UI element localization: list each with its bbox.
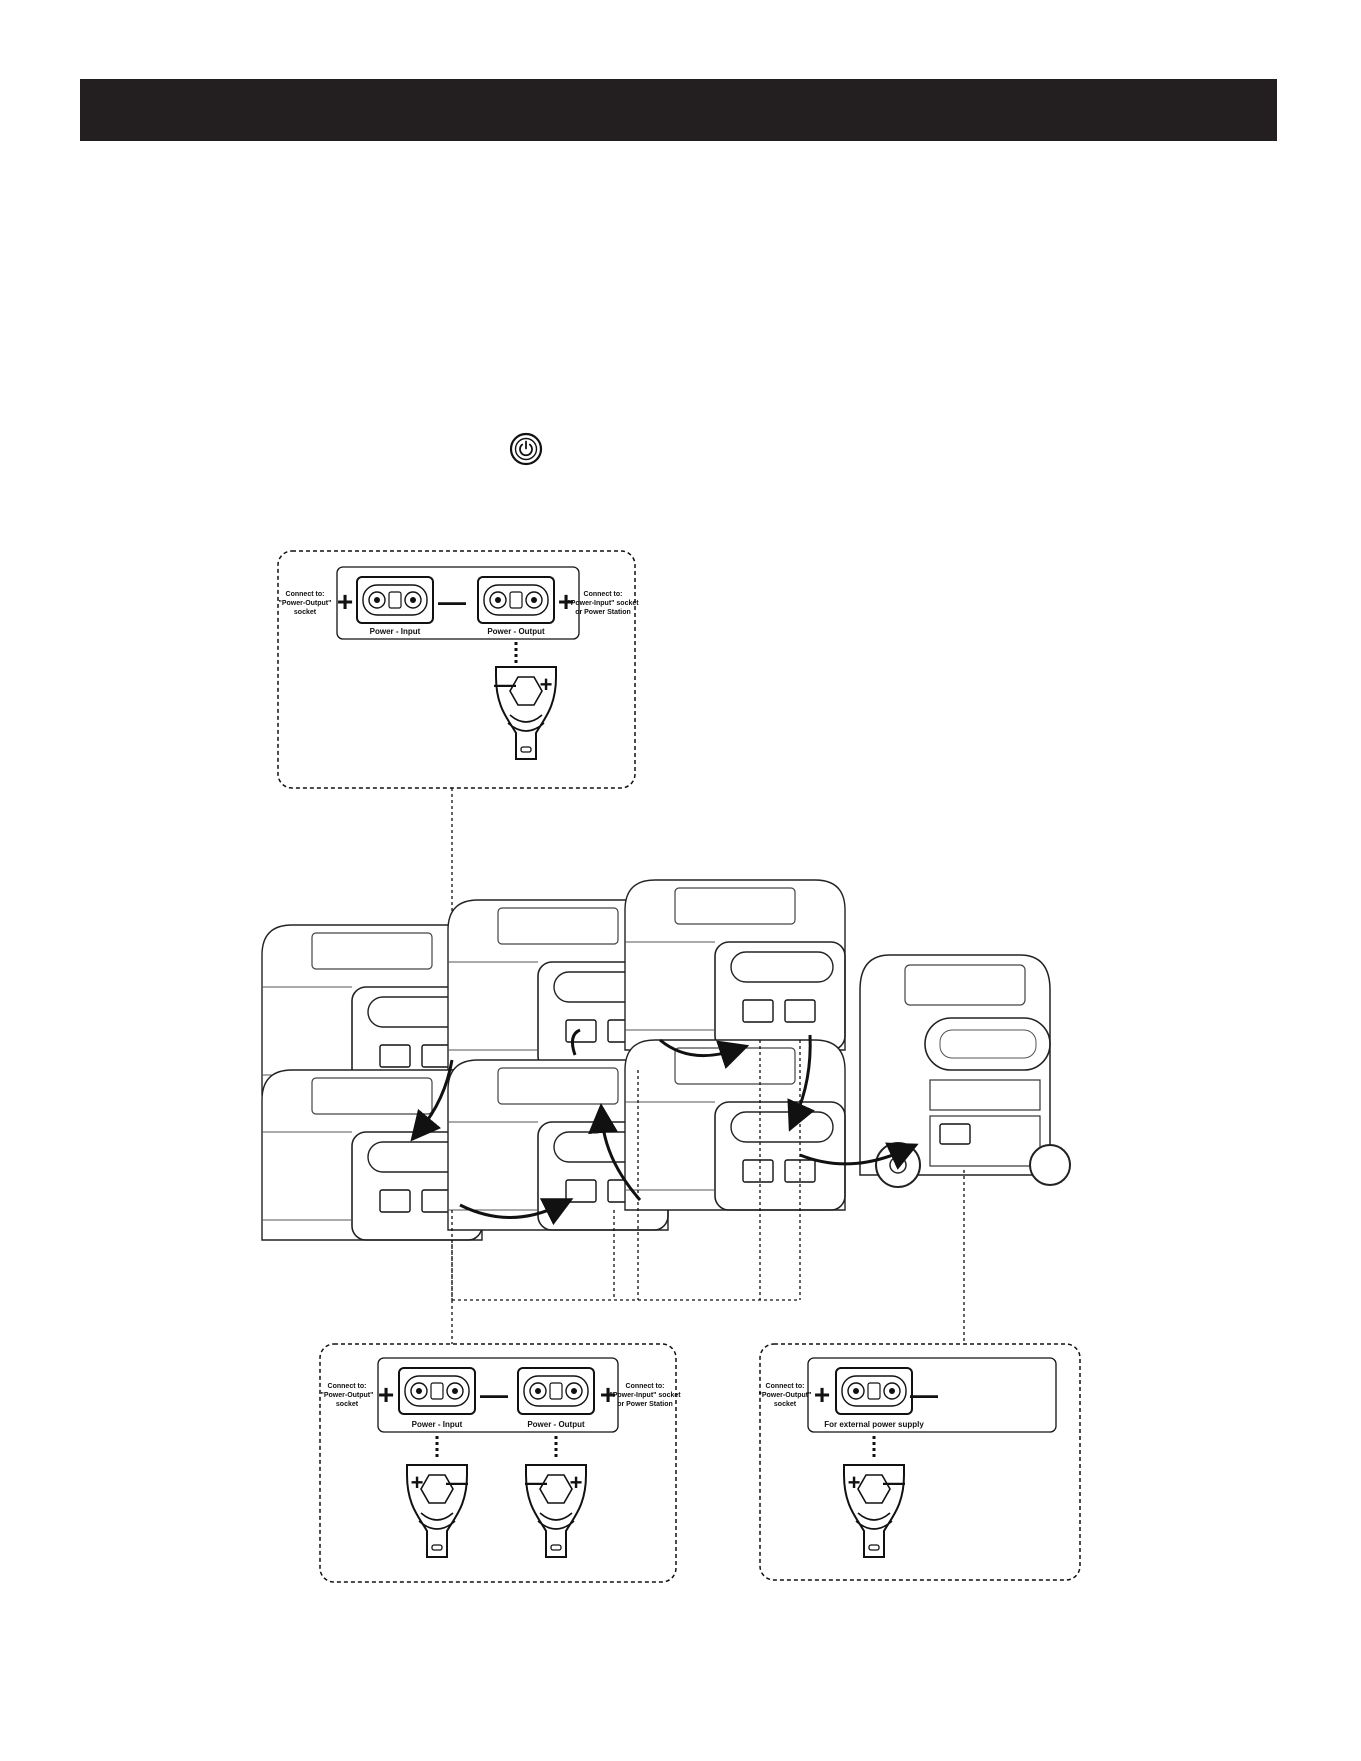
bl-right-connect-line1: Connect to: (626, 1383, 665, 1390)
power-station-unit (859, 954, 1071, 1188)
bl-sign-plus-right: + (600, 1379, 616, 1410)
br-left-connect-line2: "Power-Output" (759, 1392, 812, 1399)
power-button-icon (509, 432, 543, 466)
units-cluster (261, 879, 1071, 1241)
br-plug-sign-right: — (883, 1470, 905, 1495)
unit-right-bottom (624, 1039, 846, 1211)
bl-left-connect-line3: socket (336, 1401, 359, 1408)
callout-top: Connect to: "Power-Output" socket + — + … (277, 550, 639, 789)
bl-port-output-label: Power - Output (527, 1420, 585, 1429)
top-right-connect-line3: or Power Station (575, 609, 631, 616)
callout-bottom-right: Connect to: "Power-Output" socket + — Fo… (759, 1343, 1081, 1581)
bl-sign-plus-left: + (378, 1379, 394, 1410)
bl-sign-minus-mid: — (480, 1379, 508, 1410)
br-left-connect-line3: socket (774, 1401, 797, 1408)
top-port-input-label: Power - Input (370, 627, 421, 636)
bl-left-connect-line1: Connect to: (328, 1383, 367, 1390)
top-left-connect-line3: socket (294, 609, 317, 616)
bl-port-input-label: Power - Input (412, 1420, 463, 1429)
top-left-connect-line2: "Power-Output" (279, 600, 332, 607)
bl-right-connect-line2: "Power-Input" socket (609, 1392, 681, 1399)
callout-bottom-left: Connect to: "Power-Output" socket + — + … (319, 1343, 681, 1583)
top-sign-plus-right: + (558, 586, 574, 617)
top-sign-minus-mid: — (438, 586, 466, 617)
top-left-connect-line1: Connect to: (286, 591, 325, 598)
br-sign-plus: + (814, 1379, 830, 1410)
bl-plug1-sign-left: + (411, 1470, 424, 1495)
top-port-input (356, 576, 434, 624)
top-plug-sign-left: — (494, 672, 516, 697)
top-port-output (477, 576, 555, 624)
br-sign-minus: — (910, 1379, 938, 1410)
unit-right-top (624, 879, 846, 1051)
top-sign-plus-left: + (337, 586, 353, 617)
top-right-connect-line1: Connect to: (584, 591, 623, 598)
top-right-connect-line2: "Power-Input" socket (567, 600, 639, 607)
bl-plug1-sign-right: — (446, 1470, 468, 1495)
header-bar (80, 79, 1277, 141)
top-plug-sign-right: + (540, 672, 553, 697)
bl-port-input (398, 1367, 476, 1415)
bl-right-connect-line3: or Power Station (617, 1401, 673, 1408)
br-left-connect-line1: Connect to: (766, 1383, 805, 1390)
bl-plug2-sign-right: + (570, 1470, 583, 1495)
br-port-external (835, 1367, 913, 1415)
bl-plug2-sign-left: — (525, 1470, 547, 1495)
bl-left-connect-line2: "Power-Output" (321, 1392, 374, 1399)
top-port-output-label: Power - Output (487, 627, 545, 636)
bl-port-output (517, 1367, 595, 1415)
br-port-label: For external power supply (824, 1420, 924, 1429)
br-plug-sign-left: + (848, 1470, 861, 1495)
